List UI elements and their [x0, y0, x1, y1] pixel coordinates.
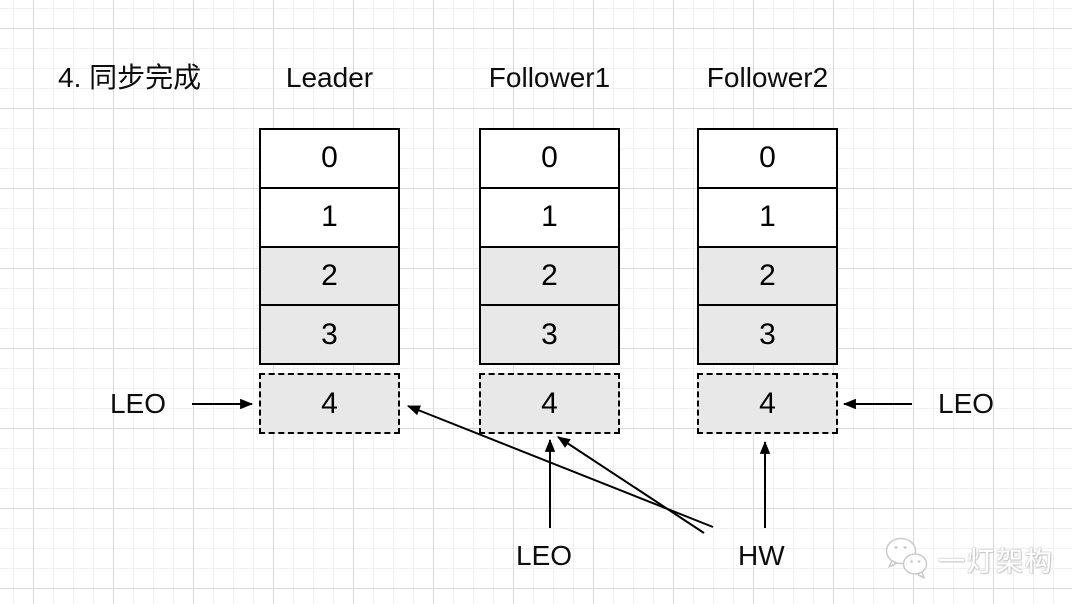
- leader-offset-3: 3: [261, 304, 398, 363]
- column-header-follower1: Follower1: [488, 62, 611, 93]
- leader-offset-2: 2: [261, 245, 398, 305]
- watermark-text: 一灯架构: [938, 546, 1054, 577]
- follower2-offset-3: 3: [699, 304, 836, 363]
- follower2-offset-2: 2: [699, 245, 836, 305]
- follower2-offset-0: 0: [699, 130, 836, 187]
- column-header-leader: Leader: [285, 62, 374, 93]
- follower1-offset-4: 4: [479, 373, 620, 434]
- leo-left-label: LEO: [109, 388, 166, 419]
- follower1-offset-3: 3: [481, 304, 618, 363]
- watermark: 一灯架构: [882, 534, 1054, 584]
- follower2-offset-4: 4: [697, 373, 838, 434]
- leo-right-label: LEO: [938, 388, 995, 419]
- leo-bottom-label: LEO: [516, 540, 573, 571]
- leader-log-column: 0 1 2 3: [259, 128, 400, 365]
- follower1-log-column: 0 1 2 3: [479, 128, 620, 365]
- leader-offset-1: 1: [261, 186, 398, 246]
- page-title: 4. 同步完成: [58, 62, 202, 93]
- follower1-offset-0: 0: [481, 130, 618, 187]
- follower2-offset-1: 1: [699, 186, 836, 246]
- leader-offset-0: 0: [261, 130, 398, 187]
- follower1-offset-2: 2: [481, 245, 618, 305]
- leader-offset-4: 4: [259, 373, 400, 434]
- follower2-log-column: 0 1 2 3: [697, 128, 838, 365]
- follower1-offset-1: 1: [481, 186, 618, 246]
- wechat-chat-bubbles-icon: [885, 537, 928, 579]
- column-header-follower2: Follower2: [706, 62, 829, 93]
- hw-label: HW: [738, 540, 785, 571]
- arrow-hw-to-follower1: [557, 436, 705, 534]
